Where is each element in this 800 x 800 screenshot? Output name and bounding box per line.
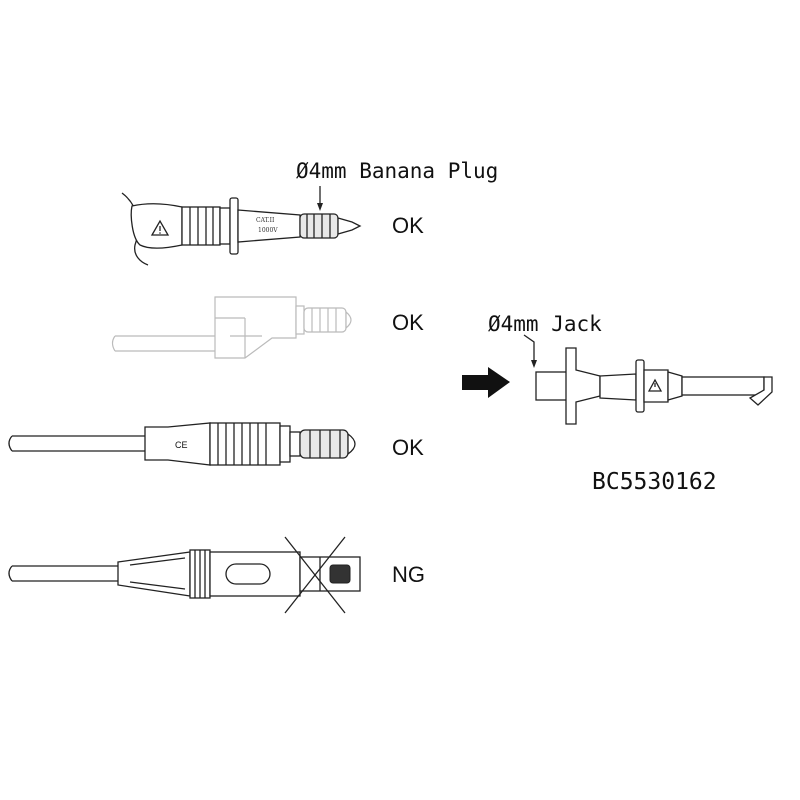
banana-plug-label: Ø4mm Banana Plug — [296, 159, 498, 183]
jack-connector — [535, 347, 773, 425]
banana-plug-pin — [299, 429, 349, 459]
probe-needle-tip — [337, 217, 362, 235]
probe-marking-voltage: 1000V — [258, 227, 278, 234]
arrow-right-icon — [462, 367, 510, 398]
socket-contact — [329, 564, 351, 584]
plug-neck — [289, 431, 301, 457]
probe-marking-cat: CAT.II — [256, 217, 275, 224]
stackable-housing — [214, 296, 297, 359]
stackable-right-angle-plug — [111, 296, 352, 359]
probe-tapered-body — [237, 209, 301, 243]
probe-with-banana-plug: CAT.II 1000V — [121, 192, 362, 266]
plug-collar — [279, 425, 291, 463]
jack-finger-guard — [635, 359, 645, 413]
banana-pin-faded — [303, 307, 347, 333]
banana-plug-tip — [299, 213, 339, 239]
part-number: BC5530162 — [592, 469, 717, 495]
ce-mark-icon: CE — [175, 440, 188, 450]
straight-banana-plug: CE — [8, 422, 356, 466]
jack-hook-end — [748, 376, 773, 406]
jack-receptacle — [535, 371, 569, 401]
plug-collar-faded — [295, 305, 305, 335]
row4-status: NG — [392, 562, 425, 587]
cable-end-faded — [111, 335, 116, 352]
socket-window — [225, 563, 271, 585]
cable-end-ng — [8, 565, 13, 582]
row1-status: OK — [392, 213, 424, 238]
jack-label: Ø4mm Jack — [488, 312, 602, 336]
jack-pointer-arrow — [523, 334, 537, 368]
probe-ribs — [181, 206, 221, 246]
row3-status: OK — [392, 435, 424, 460]
row2-status: OK — [392, 310, 424, 335]
jack-cable — [681, 376, 765, 396]
plug-ribbed-body — [209, 422, 281, 466]
banana-plug-pointer-arrow — [317, 186, 323, 211]
cross-out-icon — [284, 536, 346, 614]
shrouded-socket-plug — [8, 549, 361, 599]
jack-neck — [599, 373, 637, 401]
jack-taper — [667, 371, 683, 401]
probe-flange-base — [219, 207, 231, 245]
probe-finger-guard — [229, 197, 239, 255]
svg-text:CE: CE — [175, 440, 188, 450]
jack-flange — [565, 347, 601, 425]
warning-triangle-icon — [150, 219, 170, 236]
warning-triangle-icon — [647, 378, 663, 392]
cable-end — [8, 435, 13, 452]
